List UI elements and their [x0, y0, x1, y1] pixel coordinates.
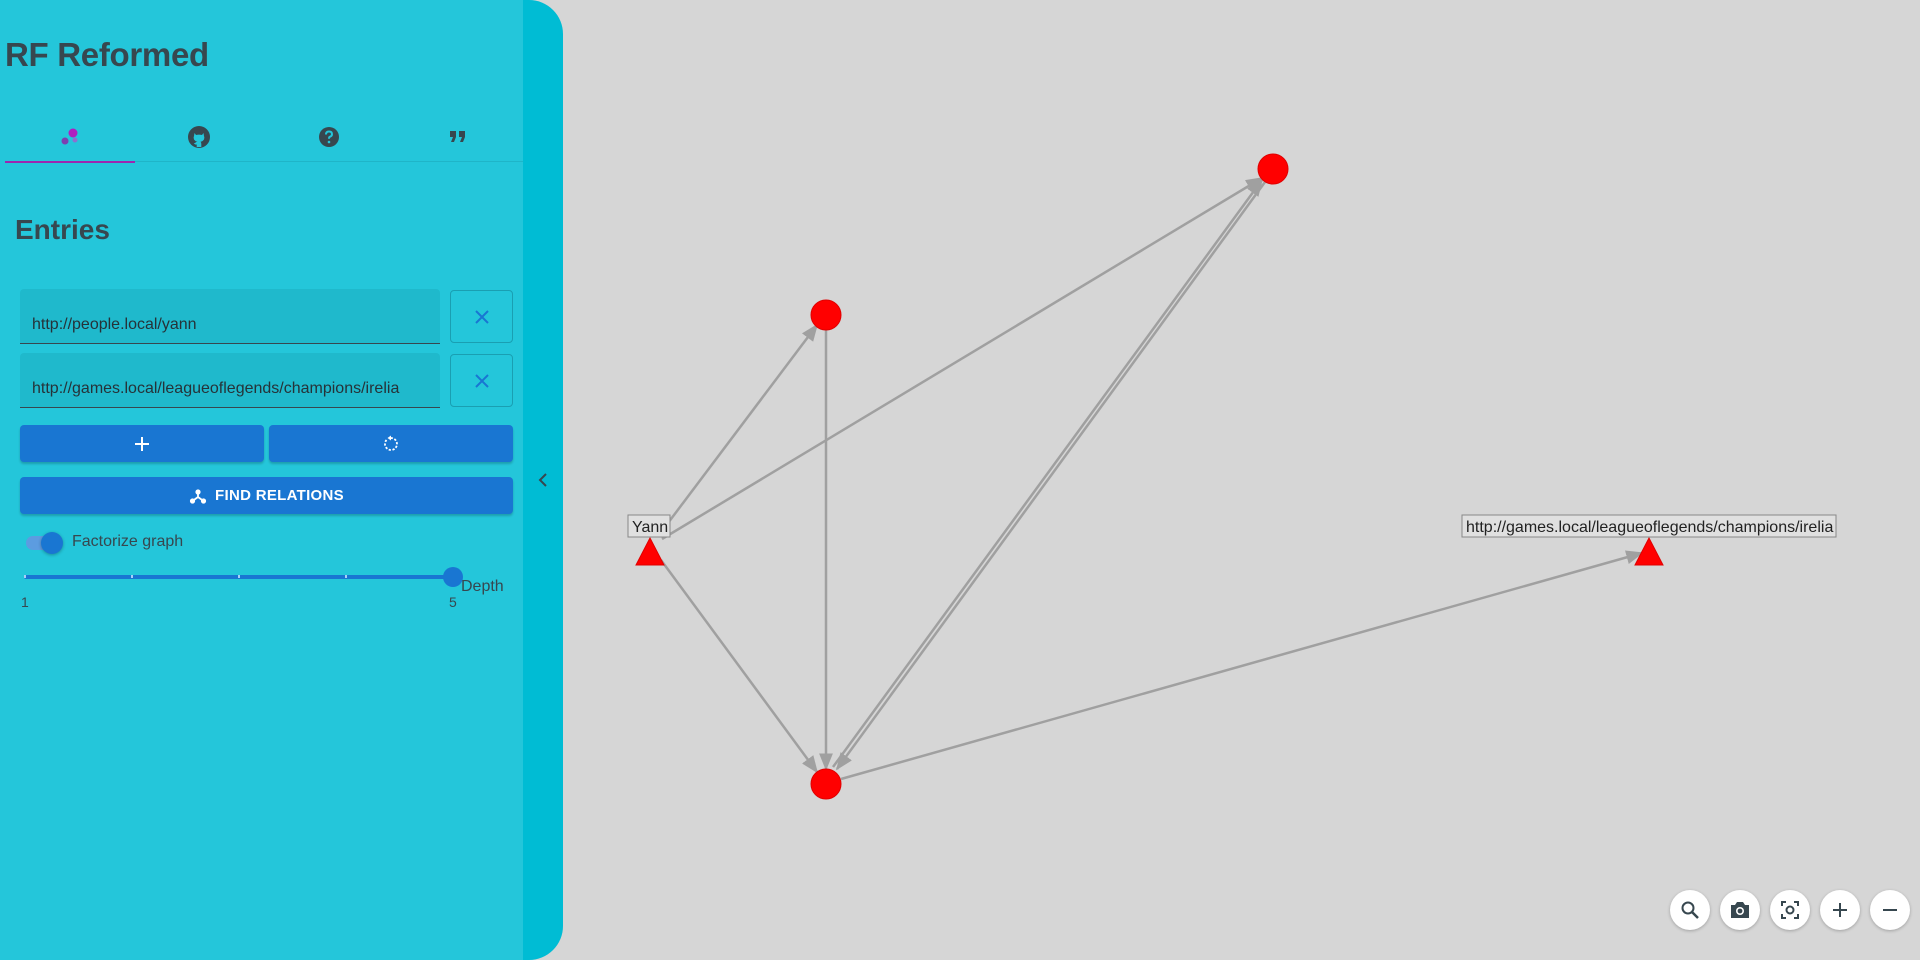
- quote-icon: [450, 131, 466, 142]
- reset-entries-button[interactable]: [269, 425, 513, 462]
- factorize-toggle[interactable]: [41, 532, 63, 554]
- drawer-toggle[interactable]: [523, 0, 563, 960]
- close-icon: [474, 309, 489, 324]
- app-title: RF Reformed: [5, 36, 209, 73]
- factorize-label: Factorize graph: [72, 533, 184, 550]
- clear-entry-button-1[interactable]: [450, 290, 513, 343]
- help-icon: [318, 127, 339, 147]
- graph-node[interactable]: [810, 768, 842, 800]
- sidebar-drawer: RF Reformed: [0, 0, 523, 960]
- entry-input-1[interactable]: [32, 316, 432, 334]
- graph-node-irelia[interactable]: [1634, 536, 1664, 566]
- zoom-in-icon: [1833, 903, 1847, 917]
- plus-icon: [135, 436, 149, 451]
- node-label-irelia: http://games.local/leagueoflegends/champ…: [1466, 519, 1833, 536]
- tab-quote[interactable]: [394, 112, 524, 162]
- graph-edge: [831, 178, 1264, 768]
- depth-label: Depth: [461, 578, 504, 595]
- entry-field-2[interactable]: [20, 353, 440, 408]
- tab-graph[interactable]: [5, 112, 135, 163]
- graph-edge: [667, 323, 819, 524]
- camera-icon: [1731, 902, 1749, 918]
- slider-tick: [238, 575, 240, 578]
- tab-bar: [5, 112, 524, 163]
- fit-screen-button[interactable]: [1770, 890, 1810, 930]
- graph-edge: [840, 550, 1644, 781]
- depth-min-label: 1: [21, 594, 29, 610]
- clear-entry-button-2[interactable]: [450, 354, 513, 407]
- depth-max-label: 5: [449, 594, 457, 610]
- graph-node[interactable]: [810, 299, 842, 331]
- graph-edge: [661, 176, 1264, 541]
- slider-tick: [131, 575, 133, 578]
- graph-node-yann[interactable]: [635, 536, 665, 566]
- slider-tick: [24, 575, 26, 578]
- slider-tick: [345, 575, 347, 578]
- node-label-yann: Yann: [632, 519, 668, 536]
- entry-input-2[interactable]: [32, 380, 432, 398]
- github-icon: [188, 126, 211, 148]
- tab-github[interactable]: [135, 112, 265, 162]
- chevron-left-icon[interactable]: [537, 470, 549, 490]
- refresh-icon: [384, 435, 398, 451]
- graph-edge: [835, 181, 1267, 771]
- entry-field-1[interactable]: [20, 289, 440, 344]
- tab-help[interactable]: [264, 112, 394, 162]
- hub-icon: [189, 488, 207, 504]
- add-entry-button[interactable]: [20, 425, 264, 462]
- zoom-out-icon: [1883, 909, 1897, 911]
- zoom-in-button[interactable]: [1820, 890, 1860, 930]
- search-icon: [1681, 901, 1699, 919]
- screenshot-button[interactable]: [1720, 890, 1760, 930]
- graph-edge: [659, 559, 819, 774]
- depth-slider-thumb[interactable]: [443, 567, 463, 587]
- search-button[interactable]: [1670, 890, 1710, 930]
- find-relations-button[interactable]: FIND RELATIONS: [20, 477, 513, 514]
- close-icon: [474, 373, 489, 388]
- entries-heading: Entries: [15, 214, 110, 245]
- graph-node[interactable]: [1257, 153, 1289, 185]
- fit-screen-icon: [1781, 901, 1799, 919]
- zoom-out-button[interactable]: [1870, 890, 1910, 930]
- find-relations-label: FIND RELATIONS: [215, 487, 344, 504]
- graph-icon: [61, 128, 78, 145]
